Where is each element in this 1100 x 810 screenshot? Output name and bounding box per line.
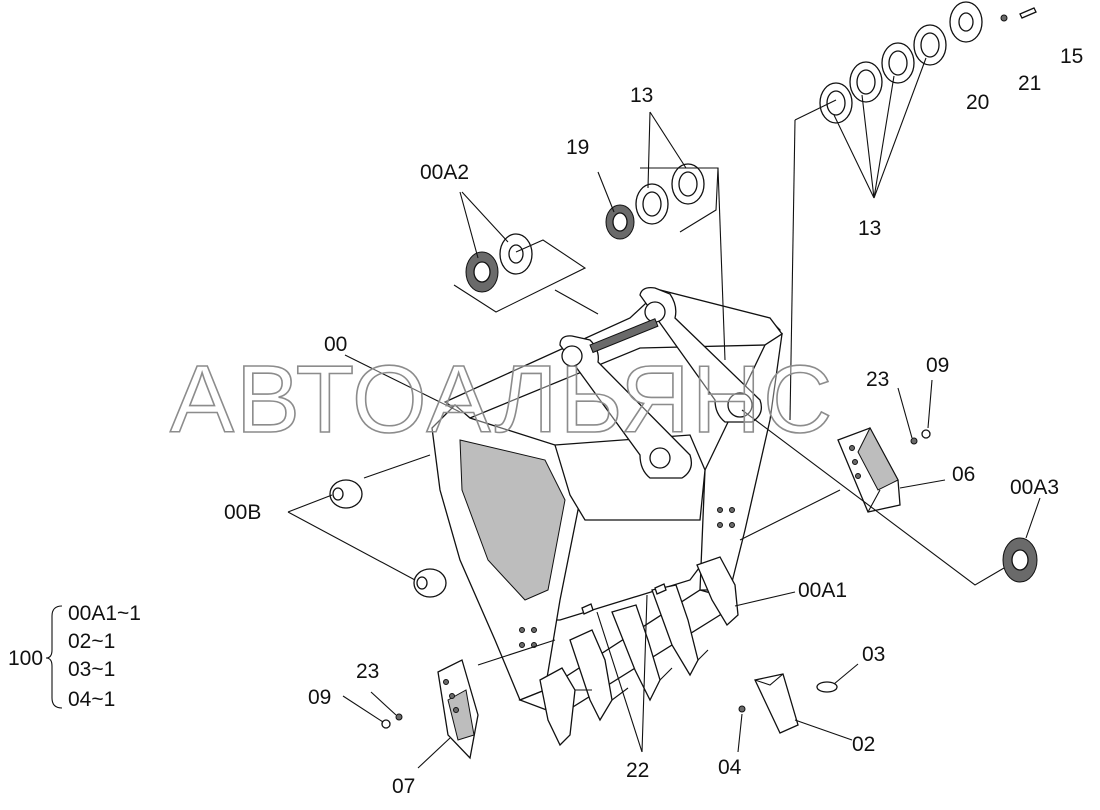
kit-number: 100 [8,647,43,670]
kit-item: 03~1 [68,658,115,681]
label-00a1: 00A1 [798,579,847,602]
label-23-right: 23 [866,368,889,391]
bucket-teeth [539,556,739,747]
side-cutter-right [837,426,901,513]
label-09-right: 09 [926,354,949,377]
bushings [329,1,1038,734]
label-23-left: 23 [356,660,379,683]
label-20: 20 [966,91,989,114]
kit-item: 04~1 [68,688,115,711]
label-00a2: 00A2 [420,161,469,184]
part-labels: 00 00A2 19 13 13 20 21 15 09 23 06 00A3 … [224,45,1083,798]
leader-lines [45,57,1041,769]
label-22: 22 [626,759,649,782]
label-04: 04 [718,756,742,779]
mounting-ears [559,287,763,479]
label-15: 15 [1060,45,1083,68]
label-00: 00 [324,333,347,356]
kit-item: 00A1~1 [68,602,141,625]
label-02: 02 [852,733,875,756]
label-03: 03 [862,643,885,666]
label-09-left: 09 [308,686,331,709]
watermark-text: АВТОАЛЬЯНС [170,346,834,453]
kit-list: 100 00A1~1 02~1 03~1 04~1 [8,602,141,711]
bolt-holes [519,507,735,648]
label-21: 21 [1018,72,1041,95]
label-07: 07 [392,775,415,798]
label-00a3: 00A3 [1010,476,1059,499]
label-19: 19 [566,136,589,159]
side-cutter-left [437,659,479,760]
label-06: 06 [952,463,975,486]
label-13-top: 13 [630,84,653,107]
label-13-right: 13 [858,217,881,240]
kit-item: 02~1 [68,630,115,653]
label-00b: 00B [224,501,261,524]
bucket-body [431,289,783,716]
